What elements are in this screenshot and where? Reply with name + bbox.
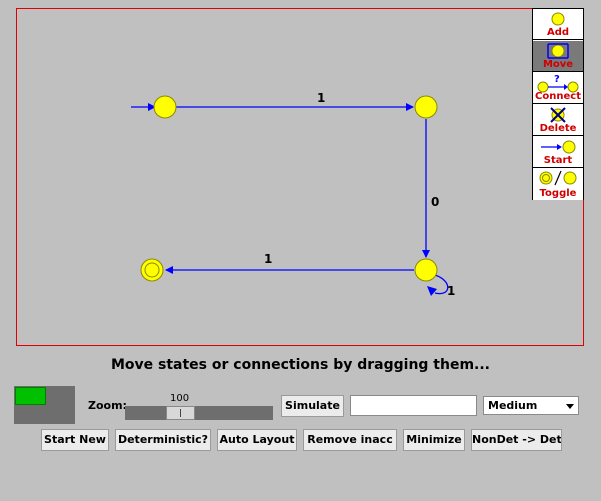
zoom-label: Zoom:: [88, 399, 127, 412]
start-icon: [541, 140, 576, 154]
transition-label: 1: [264, 252, 272, 266]
status-indicator-light: [15, 387, 46, 405]
tool-palette: Add Move ? Connect Delete: [532, 8, 584, 200]
transition-s1-s2[interactable]: 0: [422, 119, 439, 258]
transition-s2-self-loop[interactable]: 1: [427, 274, 455, 298]
speed-select[interactable]: Medium: [483, 396, 579, 415]
auto-layout-button[interactable]: Auto Layout: [217, 429, 297, 451]
state-s0[interactable]: [153, 95, 177, 119]
remove-inaccessible-button[interactable]: Remove inacc: [303, 429, 397, 451]
chevron-down-icon[interactable]: [566, 404, 574, 409]
zoom-slider-handle[interactable]: [166, 406, 195, 420]
add-state-icon: [551, 12, 565, 26]
tool-add-label: Add: [546, 27, 570, 38]
status-indicator: [14, 386, 75, 424]
move-icon: [547, 43, 569, 59]
tool-toggle-label: Toggle: [539, 188, 577, 199]
tool-connect-label: Connect: [535, 91, 581, 102]
automaton-graph[interactable]: 1 0 1 1: [17, 9, 583, 345]
status-message: Move states or connections by dragging t…: [110, 357, 491, 373]
state-s1[interactable]: [414, 95, 438, 119]
state-s2[interactable]: [414, 258, 438, 282]
automaton-canvas[interactable]: 1 0 1 1: [16, 8, 584, 346]
minimize-button[interactable]: Minimize: [403, 429, 465, 451]
nondet-to-det-button[interactable]: NonDet -> Det: [471, 429, 562, 451]
zoom-slider[interactable]: [125, 406, 273, 420]
state-s3-accepting[interactable]: [140, 258, 164, 282]
connect-icon: ?: [537, 74, 579, 93]
tool-move-label: Move: [542, 59, 574, 70]
tool-delete[interactable]: Delete: [533, 105, 583, 136]
transition-label: 0: [431, 195, 439, 209]
tool-add[interactable]: Add: [533, 9, 583, 40]
svg-text:?: ?: [554, 74, 560, 85]
simulate-input[interactable]: [350, 395, 477, 416]
tool-move[interactable]: Move: [533, 41, 583, 72]
transition-label: 1: [317, 91, 325, 105]
transition-label: 1: [447, 284, 455, 298]
tool-start[interactable]: Start: [533, 137, 583, 168]
simulate-button[interactable]: Simulate: [281, 395, 344, 417]
tool-connect[interactable]: ? Connect: [533, 73, 583, 104]
delete-icon: [550, 107, 566, 123]
tool-delete-label: Delete: [539, 123, 577, 134]
transition-s0-s1[interactable]: 1: [176, 91, 414, 111]
start-new-button[interactable]: Start New: [41, 429, 109, 451]
zoom-value: 100: [170, 393, 190, 404]
speed-select-value: Medium: [488, 399, 538, 412]
toggle-accept-icon: [539, 170, 577, 186]
tool-start-label: Start: [543, 155, 573, 166]
deterministic-button[interactable]: Deterministic?: [115, 429, 211, 451]
tool-toggle[interactable]: Toggle: [533, 169, 583, 200]
transition-s2-s3[interactable]: 1: [165, 252, 414, 274]
